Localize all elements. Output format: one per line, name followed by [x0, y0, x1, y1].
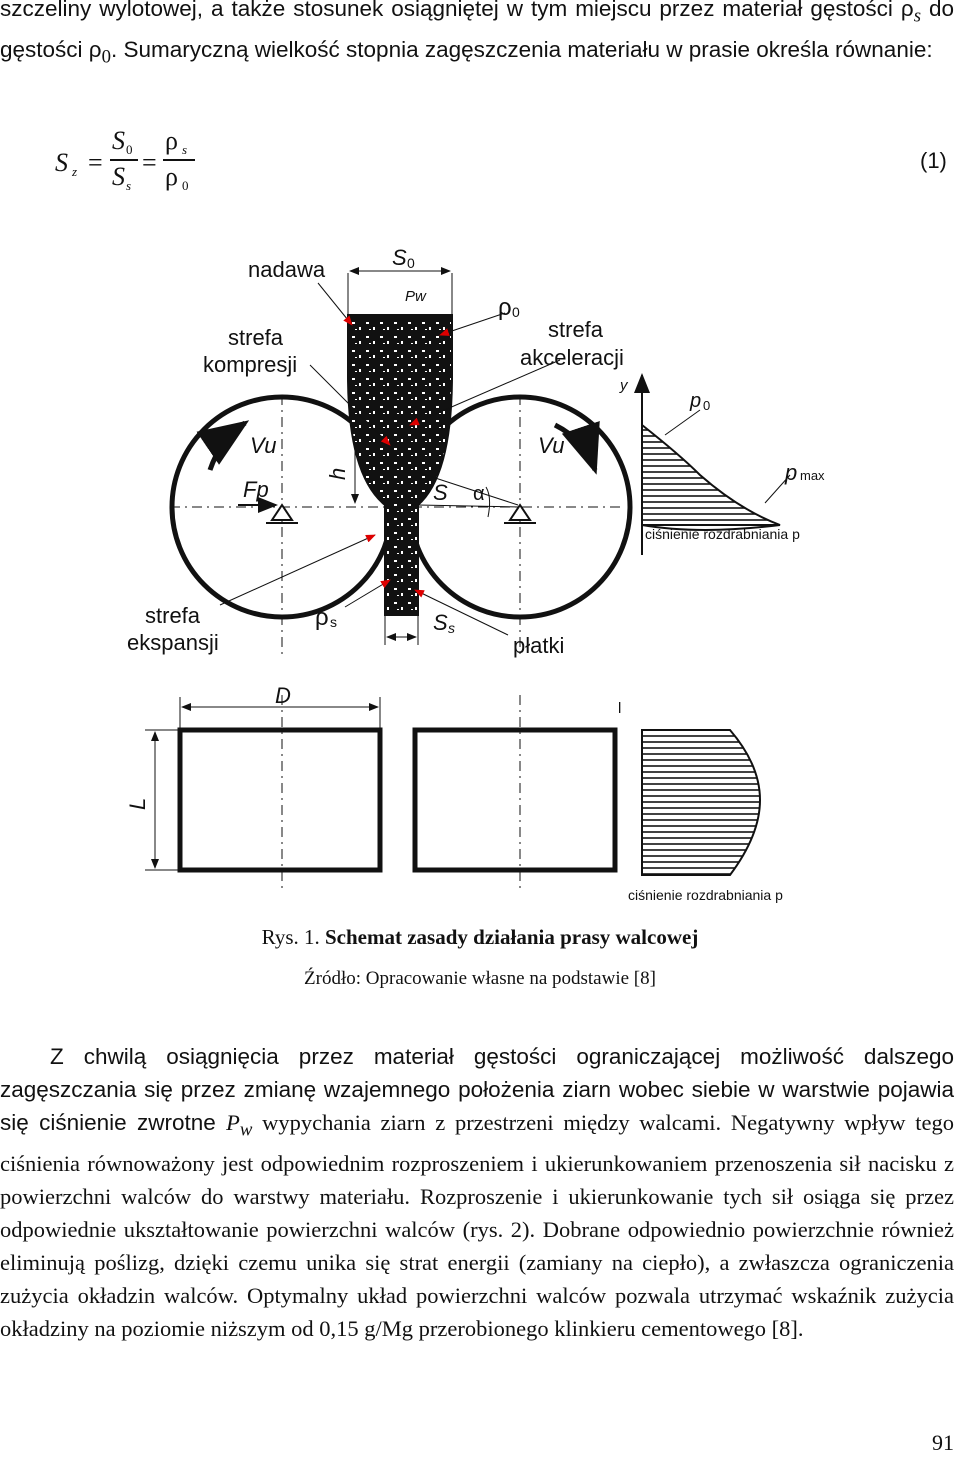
eq-lhs-sub: z: [72, 164, 78, 179]
body-pw-sub: w: [239, 1119, 253, 1141]
label-rho0-sub: 0: [512, 304, 520, 320]
body-part-1: Z chwilą osiągnięcia przez materiał gęst…: [0, 1044, 954, 1135]
intro-text-1: szczeliny wylotowej, a także stosunek os…: [0, 0, 914, 21]
eq-lhs: S: [55, 148, 68, 177]
alpha-arc: [485, 486, 491, 518]
intro-sub-s: s: [913, 5, 921, 27]
eq-fraction-bar-1: [110, 159, 138, 161]
label-l: L: [125, 798, 150, 810]
label-h: h: [325, 468, 350, 480]
body-text: Z chwilą osiągnięcia przez materiał gęst…: [0, 1040, 954, 1345]
eq-den1: S: [112, 162, 125, 191]
figure-caption: Rys. 1. Schemat zasady działania prasy w…: [0, 925, 960, 950]
leader-pmax: [764, 474, 791, 504]
label-strefa-ekspansji-2: ekspansji: [127, 630, 219, 655]
eq-den1-sub: s: [126, 178, 132, 193]
label-p0-sub: 0: [703, 398, 710, 413]
eq-number: (1): [920, 148, 947, 173]
leader-p0: [664, 409, 701, 436]
caption-prefix: Rys. 1.: [261, 925, 320, 949]
label-pressure-bottom: ciśnienie rozdrabniania p: [628, 887, 783, 903]
eq-fraction-bar-2: [163, 159, 195, 161]
label-fp: Fp: [243, 477, 269, 502]
label-nadawa: nadawa: [248, 257, 326, 282]
figure-roller-press: nadawa S 0 Pw ρ 0 strefa kompresji stref…: [0, 235, 960, 915]
leader-platki: [414, 589, 509, 636]
label-ss: S: [433, 610, 448, 635]
right-support: [508, 503, 532, 521]
label-pmax-sub: max: [800, 468, 825, 483]
right-roller-front: [412, 727, 618, 873]
label-strefa-kompresji-1: strefa: [228, 325, 284, 350]
page-number: 91: [932, 1430, 954, 1455]
label-rhos: ρ: [315, 604, 329, 631]
label-pw: Pw: [405, 288, 427, 305]
intro-text-3: . Sumaryczną wielkość stopnia zagęszczen…: [110, 36, 933, 62]
label-rhos-sub: s: [330, 614, 337, 630]
intro-paragraph: szczeliny wylotowej, a także stosunek os…: [0, 0, 954, 73]
pressure-profile-bottom: [641, 729, 762, 876]
figure-source: Źródło: Opracowanie własne na podstawie …: [304, 968, 656, 989]
eq-equals-2: =: [142, 148, 157, 177]
eq-equals-1: =: [88, 148, 103, 177]
label-s0-sub: 0: [407, 255, 415, 271]
eq-num2-sub: s: [182, 142, 188, 157]
eq-num1-sub: 0: [126, 142, 133, 157]
label-pressure-top: ciśnienie rozdrabniania p: [645, 526, 800, 542]
body-part-2: wypychania ziarn z przestrzeni między wa…: [0, 1110, 954, 1341]
eq-den2: ρ: [165, 162, 178, 191]
label-vu-left: Vu: [250, 433, 277, 458]
label-rho0: ρ: [498, 294, 512, 321]
left-roller-front: [177, 727, 383, 873]
leader-nadawa: [317, 282, 353, 326]
label-alpha: α: [473, 483, 485, 505]
label-s0: S: [392, 245, 407, 270]
body-pw: P: [226, 1110, 240, 1135]
label-p0: p: [689, 390, 701, 412]
pressure-profile-top: [641, 422, 781, 526]
leader-akceleracji: [409, 359, 561, 426]
eq-num2: ρ: [165, 126, 178, 155]
caption-title: Schemat zasady działania prasy walcowej: [325, 925, 699, 949]
label-s: S: [433, 480, 448, 505]
material-stream: [347, 314, 453, 616]
eq-num1: S: [112, 126, 125, 155]
label-l-small: l: [618, 700, 621, 717]
label-d: D: [275, 683, 291, 708]
label-strefa-kompresji-2: kompresji: [203, 352, 297, 377]
intro-sub-0: 0: [101, 46, 111, 67]
label-strefa-ekspansji-1: strefa: [145, 603, 201, 628]
leader-ekspansji: [219, 534, 376, 606]
label-y: y: [619, 377, 629, 394]
intro-text-2: do gęstości ρ: [0, 0, 954, 62]
eq-den2-sub: 0: [182, 178, 189, 193]
leader-rhos: [344, 579, 391, 608]
label-strefa-akceleracji-2: akceleracji: [520, 345, 624, 370]
roller-press-diagram: nadawa S 0 Pw ρ 0 strefa kompresji stref…: [125, 245, 825, 903]
right-rotation-arrow: [553, 420, 600, 475]
leader-kompresji: [309, 364, 391, 446]
body-paragraph: Z chwilą osiągnięcia przez materiał gęst…: [0, 1040, 954, 1345]
left-rotation-arrow: [196, 420, 250, 471]
label-ss-sub: s: [448, 620, 455, 636]
equation-1: S z = S 0 S s = ρ s ρ 0 (1): [0, 120, 960, 210]
label-pmax: p: [784, 460, 797, 485]
label-platki: płatki: [513, 633, 564, 658]
label-strefa-akceleracji-1: strefa: [548, 317, 604, 342]
leader-rho0: [439, 312, 506, 336]
label-vu-right: Vu: [538, 433, 565, 458]
